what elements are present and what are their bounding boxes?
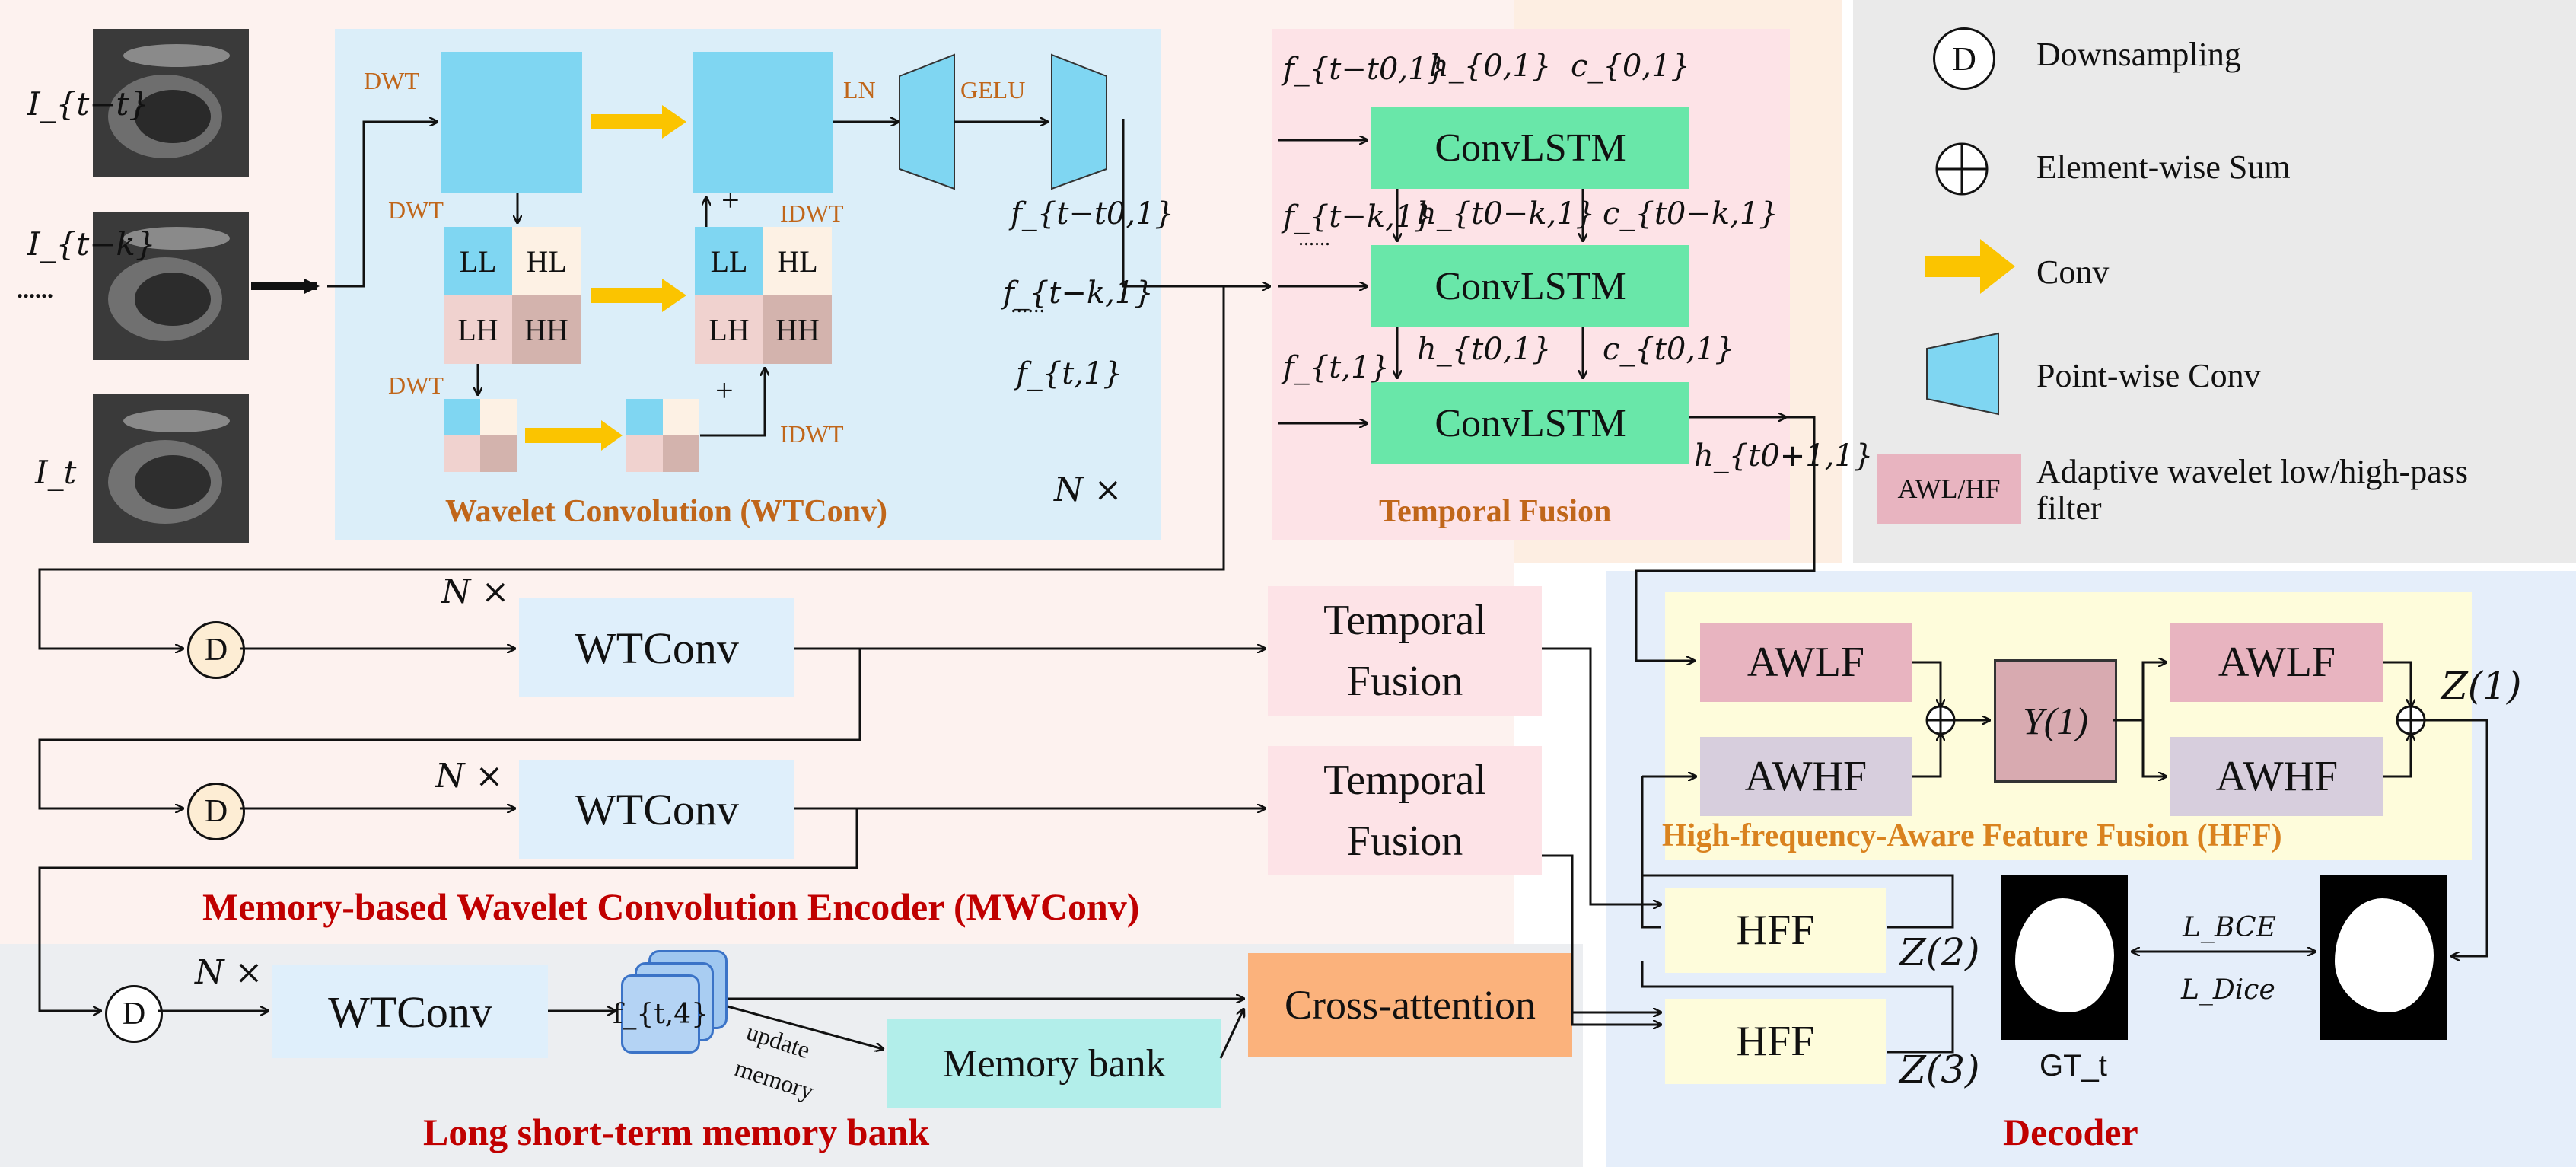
- plus-label-2: +: [715, 374, 734, 409]
- dwt-label-1: DWT: [364, 67, 419, 94]
- gt-label: GT_t: [2039, 1049, 2107, 1083]
- awhf-box-1: AWHF: [1700, 737, 1912, 816]
- legend-sum-icon: [1934, 142, 1989, 196]
- wtconv-box-1: WTConv: [519, 598, 794, 697]
- subband-ll-2: LL: [695, 227, 763, 295]
- tf-input-fk: f_{t−k,1}: [1283, 199, 1434, 234]
- convlstm-1: ConvLSTM: [1371, 107, 1689, 189]
- legend-pointwise-label: Point-wise Conv: [2036, 357, 2261, 394]
- hff-title: High-frequency-Aware Feature Fusion (HFF…: [1662, 818, 2282, 853]
- awlf-box-2: AWLF: [2170, 623, 2383, 702]
- tf-input-h0: h_{0,1}: [1429, 49, 1552, 84]
- ll-large-box-1: [441, 52, 582, 193]
- ln-label: LN: [843, 76, 876, 104]
- decoder-title: Decoder: [2003, 1111, 2138, 1153]
- idwt-label-1: IDWT: [780, 199, 844, 227]
- subband-hl-2: HL: [763, 227, 832, 295]
- wtconv-title: Wavelet Convolution (WTConv): [445, 494, 888, 529]
- plus-label-1: +: [721, 183, 740, 218]
- tf-input-ck: c_{t0−k,1}: [1603, 196, 1778, 231]
- subband-hh-1: HH: [512, 295, 581, 364]
- subband-hl-1: HL: [512, 227, 581, 295]
- ultrasound-frame-3: [93, 394, 249, 543]
- feature-f-t0: f_{t−t0,1}: [1011, 196, 1174, 231]
- frame-label-middle: I_{t−k}: [27, 225, 156, 263]
- tf-input-c0: c_{0,1}: [1571, 49, 1690, 84]
- memory-repeat: N ×: [195, 953, 263, 992]
- small-subband-2: [626, 399, 699, 472]
- down-1: D: [187, 621, 245, 679]
- encoder-title: Memory-based Wavelet Convolution Encoder…: [202, 885, 1140, 928]
- wtconv-box-2: WTConv: [519, 760, 794, 859]
- ultrasound-frame-1: [93, 29, 249, 177]
- dwt-label-3: DWT: [388, 371, 444, 399]
- tf-output-h: h_{t0+1,1}: [1694, 438, 1874, 473]
- legend-sum-label: Element-wise Sum: [2036, 148, 2291, 186]
- subband-hh-2: HH: [763, 295, 832, 364]
- cross-attention-box: Cross-attention: [1248, 953, 1572, 1057]
- legend-awlhf-icon: AWL/HF: [1877, 454, 2021, 524]
- feature-stack: f_{t,4}: [613, 950, 728, 1057]
- hff-box-1: HFF: [1665, 888, 1886, 973]
- temporal-fusion-box-1: Temporal Fusion: [1268, 586, 1542, 716]
- legend-conv-label: Conv: [2036, 253, 2110, 291]
- legend-awlhf-label: Adaptive wavelet low/high-pass filter: [2036, 453, 2468, 527]
- temporal-fusion-box-2: Temporal Fusion: [1268, 746, 1542, 875]
- z1-label: Z(1): [2441, 664, 2522, 708]
- convlstm-2: ConvLSTM: [1371, 245, 1689, 327]
- z2-label: Z(2): [1899, 930, 1980, 974]
- memory-title: Long short-term memory bank: [423, 1111, 930, 1153]
- encoder-repeat-2: N ×: [435, 757, 504, 796]
- subband-lh-2: LH: [695, 295, 763, 364]
- feature-f-t: f_{t,1}: [1016, 356, 1122, 391]
- temporal-fusion-title: Temporal Fusion: [1379, 494, 1612, 529]
- frame-dots: ......: [17, 276, 53, 303]
- ultrasound-frame-2: [93, 212, 249, 360]
- tf-input-ft: f_{t,1}: [1283, 350, 1390, 385]
- tf-input-ht: h_{t0,1}: [1417, 332, 1552, 367]
- down-3: D: [105, 985, 163, 1043]
- wtconv-repeat: N ×: [1054, 470, 1122, 509]
- convlstm-3: ConvLSTM: [1371, 382, 1689, 464]
- frame-label-first: I_{t−t}: [27, 85, 149, 123]
- loss-dice-label: L_Dice: [2181, 974, 2275, 1006]
- subband-lh-1: LH: [444, 295, 512, 364]
- tf-input-hk: h_{t0−k,1}: [1417, 196, 1596, 231]
- tf-input-ct: c_{t0,1}: [1603, 332, 1734, 367]
- gelu-label: GELU: [960, 76, 1026, 104]
- memory-wtconv-box: WTConv: [272, 965, 548, 1058]
- hff-box-2: HFF: [1665, 999, 1886, 1084]
- down-2: D: [187, 783, 245, 840]
- encoder-repeat-1: N ×: [441, 572, 510, 611]
- tf-input-f0: f_{t−t0,1}: [1283, 52, 1447, 87]
- awhf-box-2: AWHF: [2170, 737, 2383, 816]
- predicted-mask-image: [2320, 875, 2447, 1040]
- awlf-box-1: AWLF: [1700, 623, 1912, 702]
- subband-ll-1: LL: [444, 227, 512, 295]
- gt-mask-image: [2001, 875, 2128, 1040]
- loss-bce-label: L_BCE: [2183, 912, 2276, 943]
- legend-conv-arrow-icon: [1925, 236, 2017, 297]
- idwt-label-2: IDWT: [780, 420, 844, 448]
- legend-pointwise-icon: [1925, 332, 2001, 416]
- ll-large-box-2: [693, 52, 833, 193]
- legend-downsample-icon: D: [1933, 27, 1995, 90]
- memory-bank-box: Memory bank: [887, 1019, 1221, 1108]
- feature-f-tk: f_{t−k,1}: [1003, 276, 1154, 311]
- small-subband-1: [444, 399, 517, 472]
- dwt-label-2: DWT: [388, 196, 444, 224]
- z3-label: Z(3): [1899, 1047, 1980, 1092]
- feature-dots: ......: [1011, 292, 1045, 317]
- frame-label-current: I_t: [35, 454, 77, 491]
- tf-dots: ......: [1298, 227, 1330, 250]
- legend-downsample-label: Downsampling: [2036, 36, 2241, 73]
